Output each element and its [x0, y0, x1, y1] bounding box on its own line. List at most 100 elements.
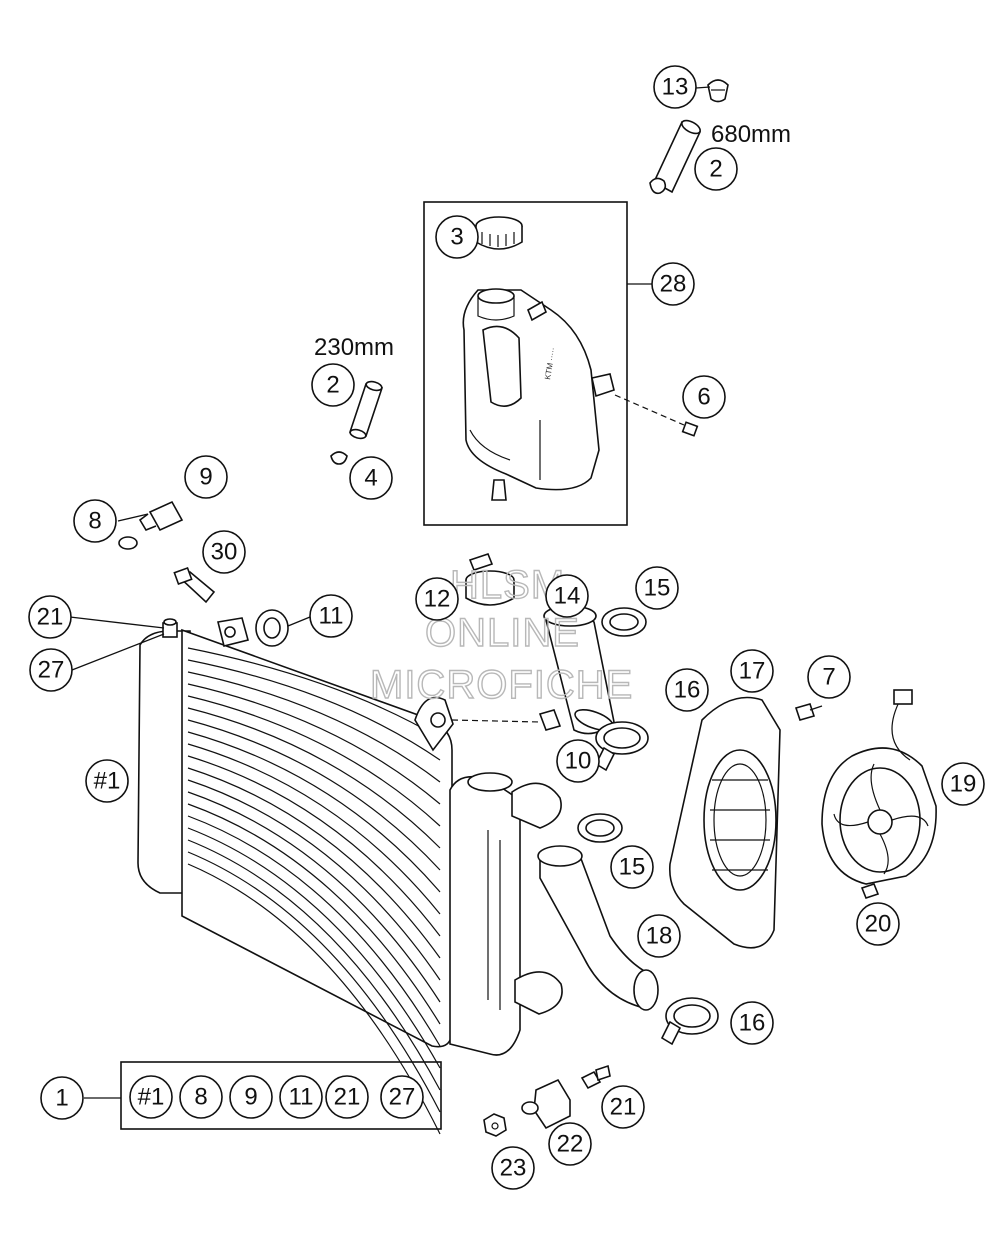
kit-item-11[interactable]: 11: [279, 1075, 323, 1119]
screw-10-drawing: [451, 709, 562, 731]
callout-11-label: 11: [319, 603, 344, 630]
callout-18[interactable]: 18: [637, 914, 681, 958]
radiator-drawing: [137, 617, 563, 1135]
callout-28[interactable]: 28: [651, 262, 695, 306]
callout-23[interactable]: 23: [491, 1146, 535, 1190]
nut-23-drawing: [483, 1113, 507, 1137]
callout-10[interactable]: 10: [556, 739, 600, 783]
kit-item-11-label: 11: [289, 1084, 314, 1111]
kit-item-21[interactable]: 21: [325, 1075, 369, 1119]
temp-sensor-9-drawing: [117, 500, 184, 532]
callout-16-lower-label: 16: [739, 1010, 766, 1037]
callout-1-label: 1: [55, 1085, 68, 1112]
callout-16-upper[interactable]: 16: [665, 668, 709, 712]
expansion-tank-drawing: KTM ·····: [462, 288, 615, 501]
callout-2-lower[interactable]: 2: [311, 363, 355, 407]
callout-4[interactable]: 4: [349, 456, 393, 500]
watermark-line-3: MICROFICHE: [370, 663, 633, 707]
callout-8[interactable]: 8: [73, 499, 117, 543]
callout-30-label: 30: [211, 539, 238, 566]
callout-1[interactable]: 1: [40, 1076, 84, 1120]
callout-27[interactable]: 27: [29, 648, 73, 692]
screw-30-drawing: [173, 566, 216, 604]
callout-15-middle[interactable]: 15: [610, 845, 654, 889]
screw-7-drawing: [794, 703, 823, 721]
callout-21-lower[interactable]: 21: [601, 1085, 645, 1129]
kit-item-9-label: 9: [244, 1084, 257, 1111]
callout-12[interactable]: 12: [415, 577, 459, 621]
callout-23-label: 23: [500, 1155, 527, 1182]
callout-14[interactable]: 14: [545, 574, 589, 618]
o-ring-8-drawing: [118, 536, 138, 550]
fan-shroud-17-drawing: [668, 696, 781, 949]
callout-3[interactable]: 3: [435, 215, 479, 259]
callout-21-upper-label: 21: [37, 604, 64, 631]
callout-22-label: 22: [557, 1131, 584, 1158]
callout-8-label: 8: [88, 508, 101, 535]
kit-item-27[interactable]: 27: [380, 1075, 424, 1119]
callout-19[interactable]: 19: [941, 762, 985, 806]
kit-item-8[interactable]: 8: [179, 1075, 223, 1119]
radiator-fins: [187, 647, 441, 1135]
watermark-line-1: HLSM: [450, 563, 565, 607]
callout-27-label: 27: [38, 657, 65, 684]
callout-22[interactable]: 22: [548, 1122, 592, 1166]
callout-21-lower-label: 21: [610, 1094, 637, 1121]
callout-28-label: 28: [660, 271, 687, 298]
callout-11[interactable]: 11: [309, 594, 353, 638]
callout-9[interactable]: 9: [184, 455, 228, 499]
callout-7-label: 7: [822, 664, 835, 691]
callout-2-upper-label: 2: [709, 156, 722, 183]
callout-4-label: 4: [364, 465, 377, 492]
kit-item-8-label: 8: [194, 1084, 207, 1111]
callout-17[interactable]: 17: [730, 649, 774, 693]
hose-clamp-13-drawing: [707, 79, 729, 103]
callout-6[interactable]: 6: [682, 375, 726, 419]
hose-230mm-drawing: [348, 380, 384, 440]
callout-14-label: 14: [554, 583, 581, 610]
radiator-cap-12-drawing: [465, 553, 515, 606]
callout-hash-1[interactable]: #1: [85, 759, 129, 803]
clamp-16-bottom-drawing: [660, 997, 719, 1046]
callout-15-upper[interactable]: 15: [635, 566, 679, 610]
watermark-line-2: ONLINE: [425, 611, 580, 655]
kit-item-27-label: 27: [389, 1084, 416, 1111]
callout-17-label: 17: [739, 658, 766, 685]
screw-20-drawing: [860, 883, 880, 899]
clamp-4-drawing: [330, 451, 348, 465]
watermark: HLSM ONLINE MICROFICHE: [369, 562, 633, 707]
callout-30[interactable]: 30: [202, 530, 246, 574]
callout-18-label: 18: [646, 923, 673, 950]
screw-6-drawing: [614, 394, 699, 437]
callout-20-label: 20: [865, 911, 892, 938]
callout-2-lower-label: 2: [326, 372, 339, 399]
tank-cap-3-drawing: [475, 216, 523, 250]
callout-10-label: 10: [565, 748, 592, 775]
hose-18-drawing: [537, 845, 659, 1011]
callout-13[interactable]: 13: [653, 65, 697, 109]
callout-21-upper[interactable]: 21: [28, 595, 72, 639]
hose-680mm-drawing: [649, 119, 702, 195]
kit-item-9[interactable]: 9: [229, 1075, 273, 1119]
kit-item-hash-1[interactable]: #1: [129, 1075, 173, 1119]
callout-13-label: 13: [662, 74, 689, 101]
callout-15-upper-label: 15: [644, 575, 671, 602]
callout-12-label: 12: [424, 586, 451, 613]
callout-hash-1-label: #1: [94, 768, 121, 795]
kit-item-21-label: 21: [334, 1084, 361, 1111]
callout-7[interactable]: 7: [807, 655, 851, 699]
fan-19-drawing: [821, 689, 937, 885]
callout-2-upper[interactable]: 2: [694, 147, 738, 191]
expansion-tank-frame: [423, 201, 628, 526]
clamp-15-mid-drawing: [577, 813, 623, 843]
grommet-11-drawing: [255, 609, 289, 647]
hose-length-upper: 680mm: [711, 121, 791, 148]
clamp-15-top-drawing: [601, 607, 647, 637]
callout-6-label: 6: [697, 384, 710, 411]
callout-15-middle-label: 15: [619, 854, 646, 881]
callout-20[interactable]: 20: [856, 902, 900, 946]
callout-9-label: 9: [199, 464, 212, 491]
callout-16-lower[interactable]: 16: [730, 1001, 774, 1045]
hose-length-lower: 230mm: [314, 334, 394, 361]
